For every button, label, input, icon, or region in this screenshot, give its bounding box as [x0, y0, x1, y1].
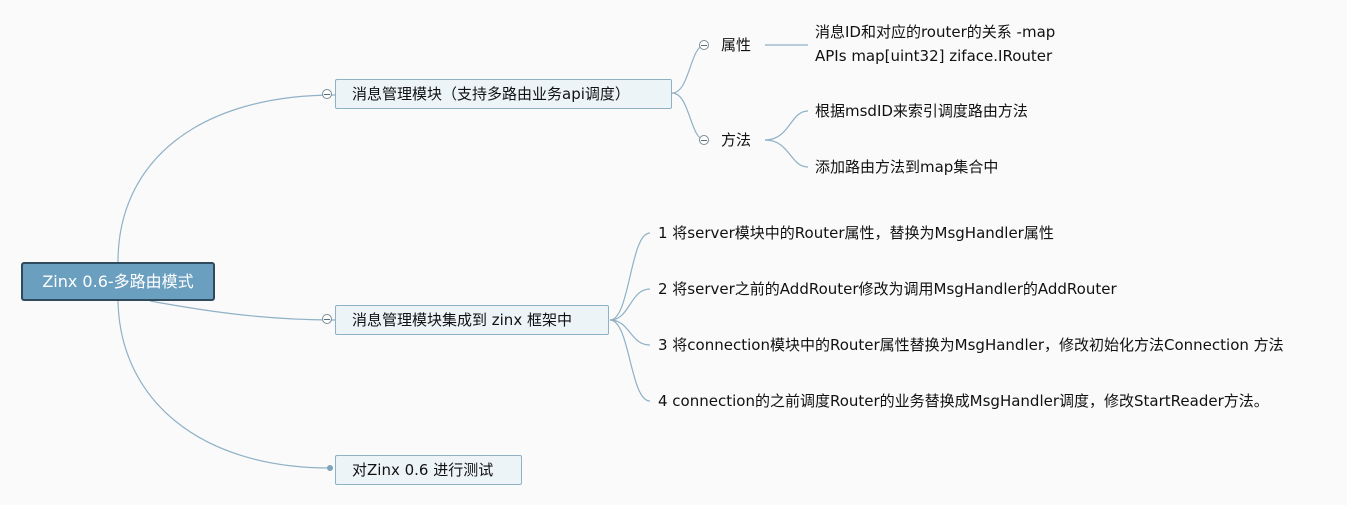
- connector-method-detail1: [764, 110, 809, 141]
- connector-branch2-item1: [609, 232, 651, 321]
- branch-message-manager[interactable]: 消息管理模块（支持多路由业务api调度）: [335, 79, 672, 109]
- collapse-method-icon[interactable]: [699, 135, 709, 145]
- node-methods[interactable]: 方法: [721, 131, 752, 149]
- branch3-endpoint-dot: [327, 465, 333, 471]
- integrate-step-3[interactable]: 3 将connection模块中的Router属性替换为MsgHandler，修…: [658, 336, 1284, 354]
- connector-branch2-item3: [609, 319, 651, 346]
- integrate-step-1[interactable]: 1 将server模块中的Router属性，替换为MsgHandler属性: [658, 224, 1054, 242]
- attr-detail-line2[interactable]: APIs map[uint32] ziface.IRouter: [815, 47, 1053, 65]
- integrate-step-2[interactable]: 2 将server之前的AddRouter修改为调用MsgHandler的Add…: [658, 280, 1117, 298]
- connector-branch1-attr: [671, 44, 706, 94]
- node-attributes[interactable]: 属性: [721, 36, 752, 54]
- connector-root-branch1: [117, 94, 336, 263]
- connector-root-branch3: [117, 300, 331, 469]
- branch-integrate-zinx[interactable]: 消息管理模块集成到 zinx 框架中: [335, 305, 609, 335]
- collapse-branch2-icon[interactable]: [322, 314, 332, 324]
- attr-detail-line1[interactable]: 消息ID和对应的router的关系 -map: [815, 23, 1056, 41]
- root-node[interactable]: Zinx 0.6-多路由模式: [21, 262, 215, 301]
- collapse-attr-icon[interactable]: [699, 40, 709, 50]
- connector-branch1-method: [671, 92, 706, 141]
- collapse-branch1-icon[interactable]: [322, 89, 332, 99]
- connector-branch2-item2: [609, 288, 651, 321]
- integrate-step-4[interactable]: 4 connection的之前调度Router的业务替换成MsgHandler调…: [658, 392, 1269, 410]
- method-detail-2[interactable]: 添加路由方法到map集合中: [815, 158, 999, 176]
- branch-test-zinx[interactable]: 对Zinx 0.6 进行测试: [335, 455, 522, 485]
- method-detail-1[interactable]: 根据msdID来索引调度路由方法: [815, 102, 1028, 120]
- connector-branch2-item4: [609, 319, 651, 402]
- connector-method-detail2: [764, 139, 809, 168]
- connector-root-branch2: [149, 300, 336, 321]
